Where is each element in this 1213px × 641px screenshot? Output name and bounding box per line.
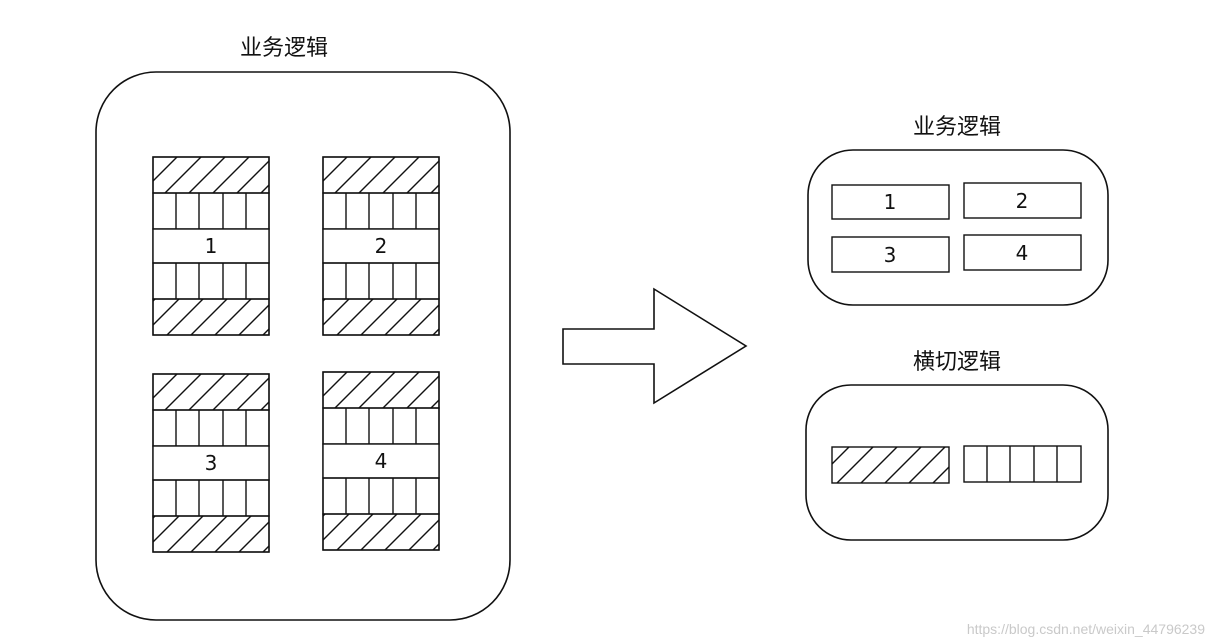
hatched-band <box>152 298 270 336</box>
module-label-1: 1 <box>205 234 218 258</box>
left-group-container <box>95 71 511 621</box>
hatched-band <box>152 373 270 411</box>
business-box-label-1: 1 <box>884 190 897 214</box>
module-block-3: 3 <box>152 373 270 553</box>
transform-arrow-icon <box>562 287 748 405</box>
striped-band <box>152 479 270 517</box>
hatched-band <box>152 515 270 553</box>
business-box-3: 3 <box>831 236 950 273</box>
module-block-2: 2 <box>322 156 440 336</box>
hatched-band <box>322 513 440 551</box>
hatched-band <box>322 298 440 336</box>
cross-cutting-hatched-box <box>831 446 950 484</box>
module-label-3: 3 <box>205 451 218 475</box>
business-box-4: 4 <box>963 234 1082 271</box>
left-group-title: 业务逻辑 <box>240 36 328 61</box>
hatched-band <box>322 156 440 194</box>
module-block-1: 1 <box>152 156 270 336</box>
business-box-label-2: 2 <box>1016 189 1029 213</box>
watermark-text: https://blog.csdn.net/weixin_44796239 <box>966 621 1205 637</box>
business-box-2: 2 <box>963 182 1082 219</box>
right-bottom-group-title: 横切逻辑 <box>913 350 1001 375</box>
module-label-4: 4 <box>375 449 388 473</box>
hatched-band <box>322 371 440 409</box>
module-label-2: 2 <box>375 234 388 258</box>
cross-cutting-striped-box <box>963 445 1082 483</box>
business-box-1: 1 <box>831 184 950 220</box>
right-top-group-title: 业务逻辑 <box>913 115 1001 140</box>
hatched-band <box>152 156 270 194</box>
module-block-4: 4 <box>322 371 440 551</box>
business-box-label-4: 4 <box>1016 241 1029 265</box>
right-bottom-group-container <box>805 384 1109 541</box>
business-box-label-3: 3 <box>884 243 897 267</box>
right-top-group-container <box>807 149 1109 306</box>
